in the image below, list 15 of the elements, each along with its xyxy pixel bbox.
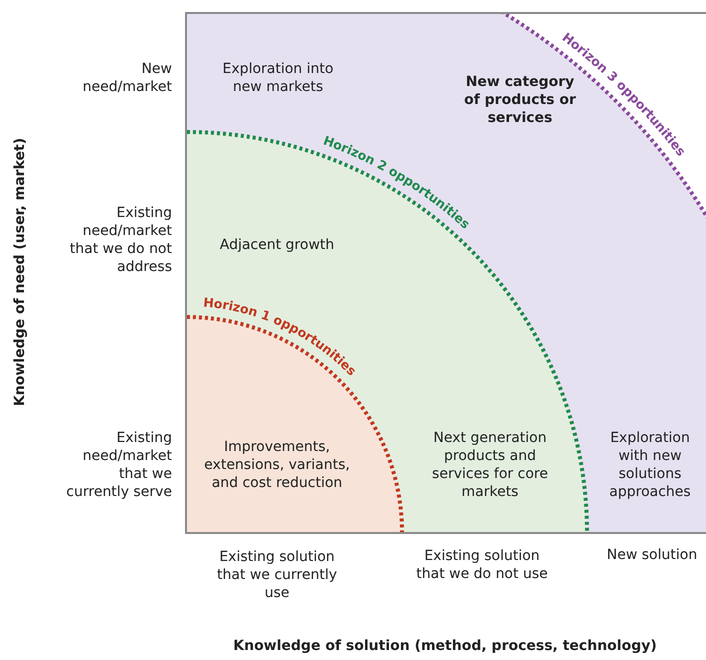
axis-tick-label: Existing need/market that we currently serve	[65, 429, 172, 501]
axis-title: Knowledge of need (user, market)	[11, 138, 29, 406]
axis-title: Knowledge of solution (method, process, technology)	[232, 637, 658, 655]
horizon-region	[187, 296, 406, 532]
axis-tick-label: Existing solution that we currently use	[216, 548, 338, 602]
axis-tick-label: New need/market	[82, 60, 172, 96]
axis-tick-label: New solution	[606, 546, 698, 564]
region-text: Improvements, extensions, variants, and cost reduction	[203, 438, 351, 492]
axis-tick-label: Existing need/market that we do not address	[68, 204, 172, 276]
axis-tick-label: Existing solution that we do not use	[415, 547, 549, 583]
region-text: Exploration into new markets	[222, 60, 334, 96]
region-text: Exploration with new solutions approaches	[608, 429, 692, 501]
region-text: Adjacent growth	[218, 236, 336, 254]
region-text: Next generation products and services for core markets	[431, 429, 549, 501]
region-heading: New category of products or services	[463, 74, 576, 127]
